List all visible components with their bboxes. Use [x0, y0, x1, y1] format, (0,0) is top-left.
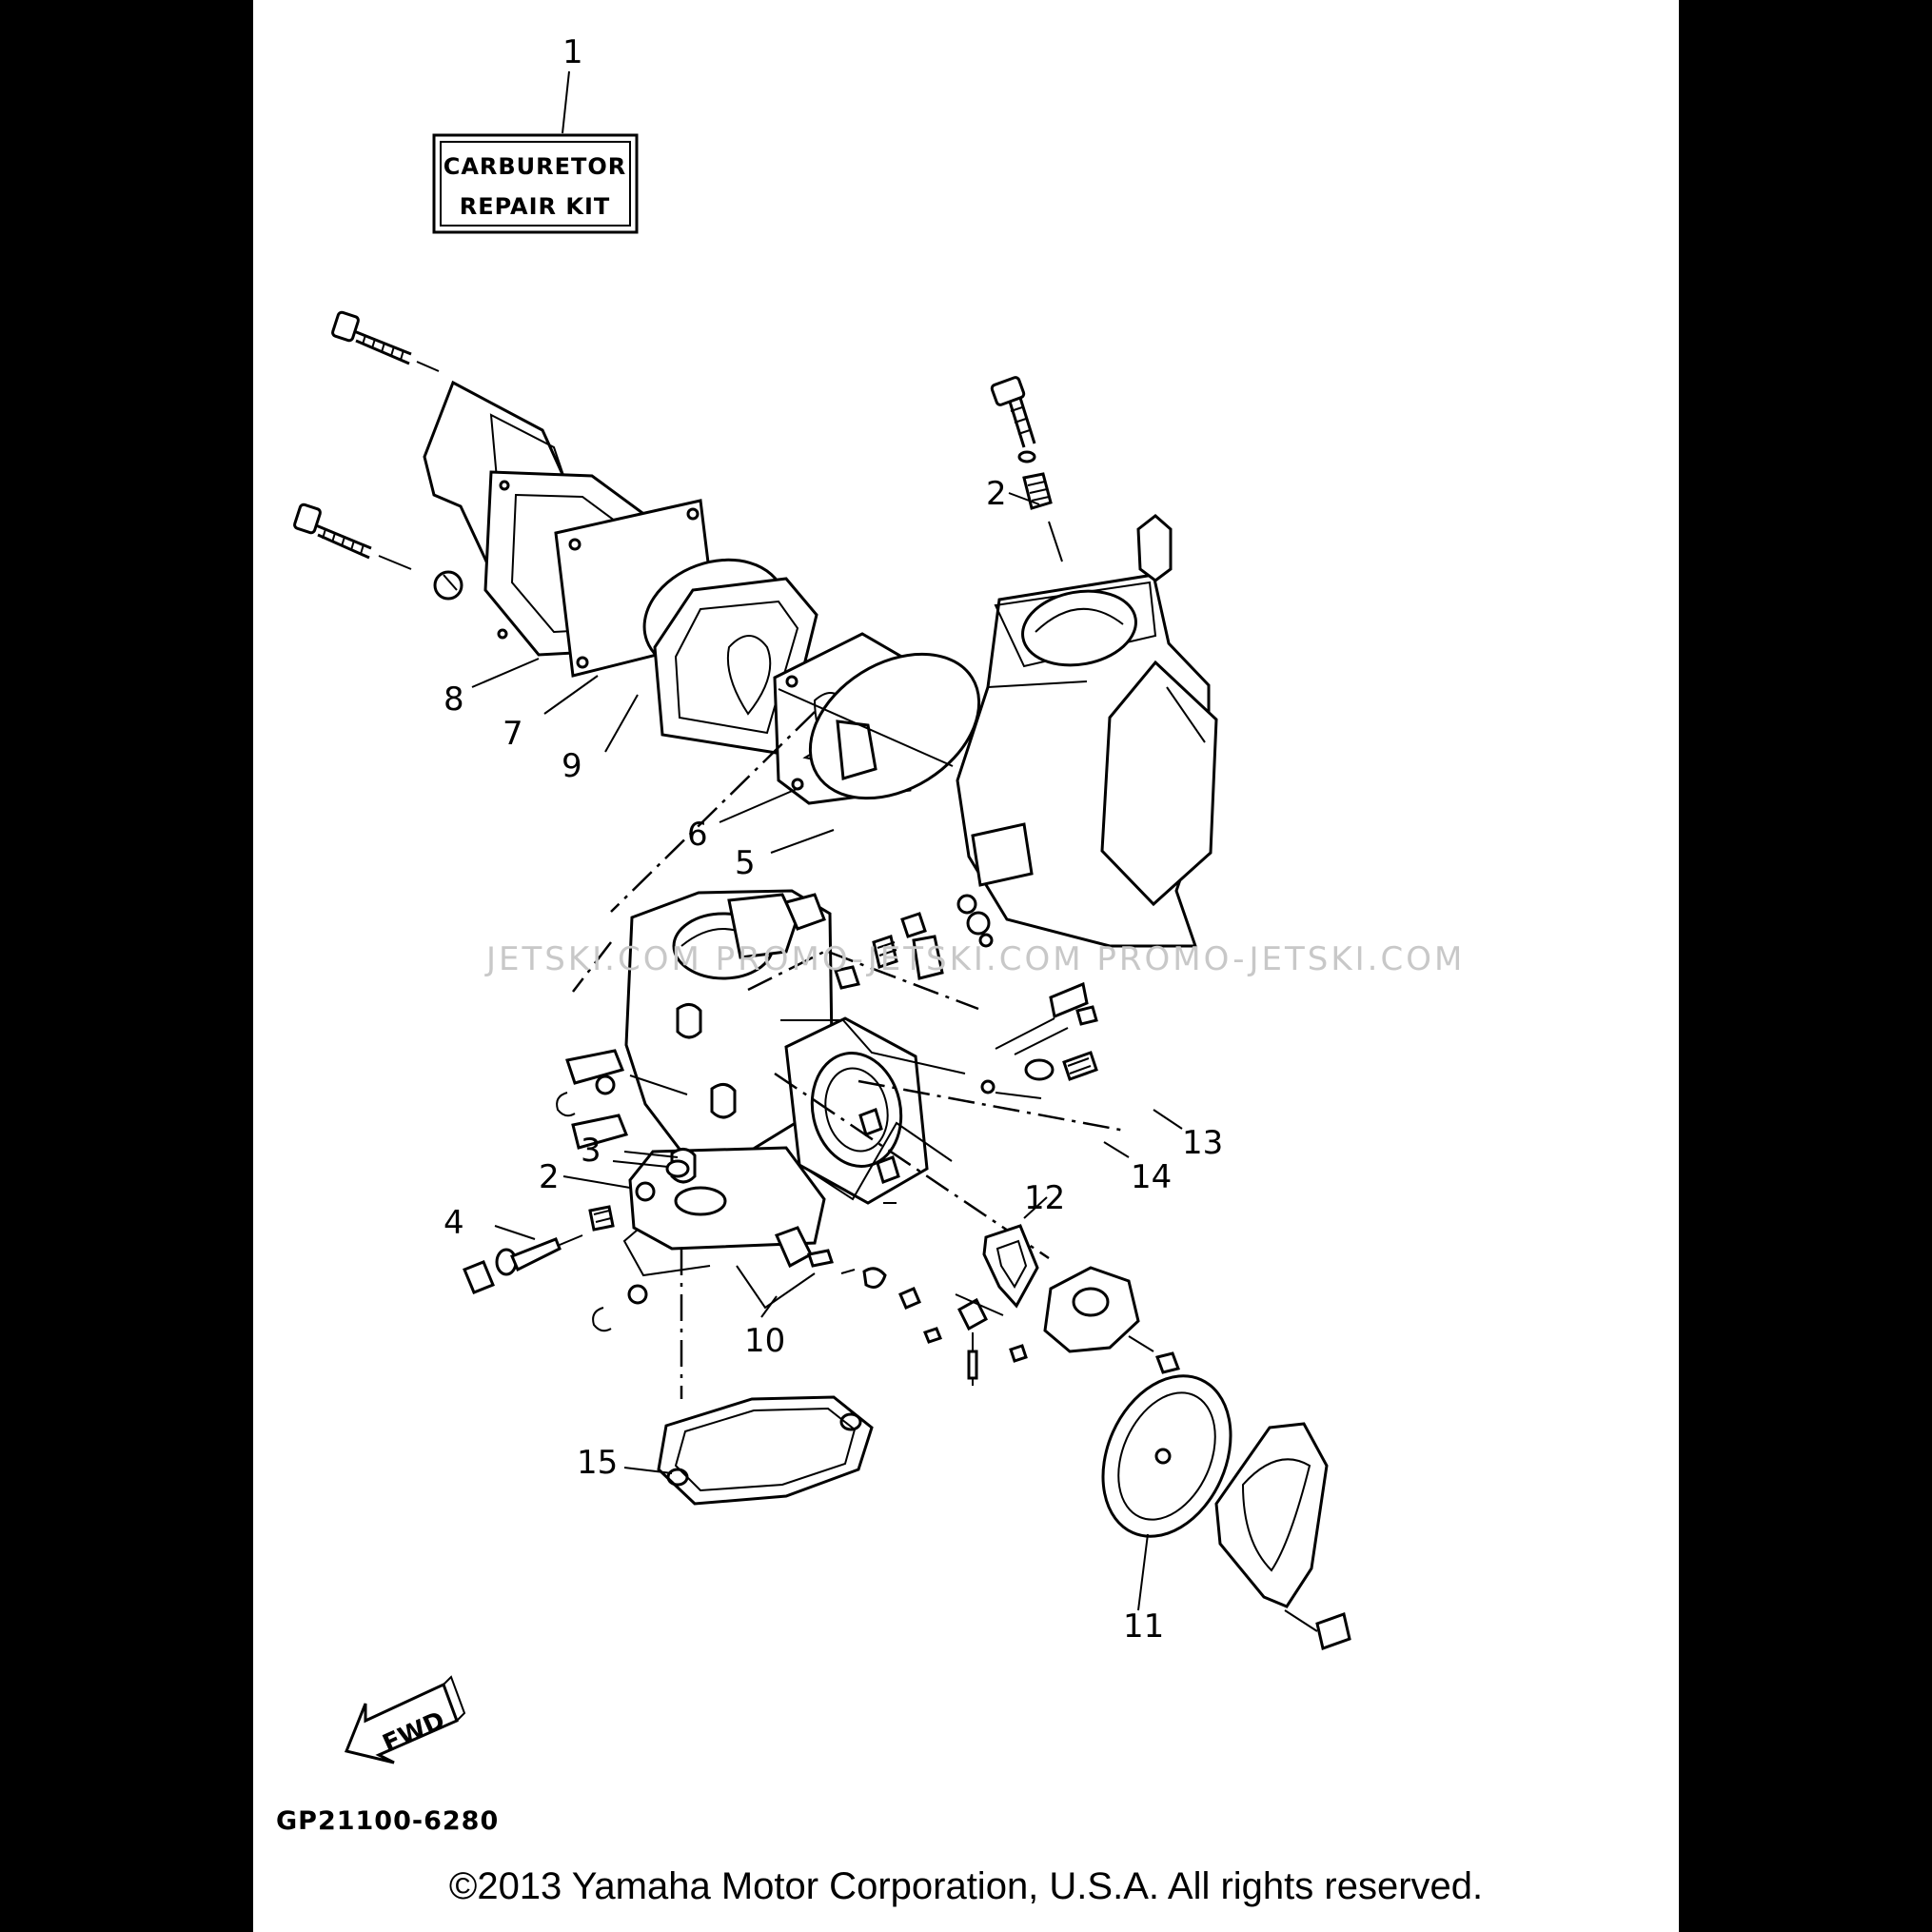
watermark: JETSKI.COM PROMO-JETSKI.COM PROMO-JETSKI… — [486, 940, 1466, 978]
pump-screw-upper — [331, 310, 440, 372]
callout-5: 5 — [735, 844, 756, 882]
callout-2-top: 2 — [986, 475, 1007, 513]
repair-kit-label: CARBURETOR REPAIR KIT — [432, 70, 639, 234]
callout-11: 11 — [1123, 1607, 1164, 1646]
callout-12: 12 — [1024, 1179, 1065, 1217]
fuel-pump-stack — [293, 310, 981, 805]
callout-numbers: 1 2 8 7 9 6 5 13 14 3 2 4 12 10 15 11 — [444, 33, 1223, 1646]
parts-diagram-sheet: CARBURETOR REPAIR KIT — [253, 0, 1679, 1932]
callout-1: 1 — [562, 33, 583, 71]
callout-10: 10 — [744, 1322, 785, 1360]
carburetor-exploded-diagram: CARBURETOR REPAIR KIT — [293, 33, 1351, 1764]
callout-14: 14 — [1131, 1158, 1172, 1196]
callout-8: 8 — [444, 680, 464, 719]
pump-screw-lower — [293, 503, 412, 570]
copyright-notice: ©2013 Yamaha Motor Corporation, U.S.A. A… — [448, 1865, 1484, 1907]
callout-leaders — [471, 492, 1183, 1611]
callout-9: 9 — [562, 747, 582, 785]
callout-13: 13 — [1182, 1124, 1223, 1162]
kit-label-line2: REPAIR KIT — [460, 193, 611, 220]
right-small-parts — [780, 894, 1098, 1204]
pilot-screw-top — [990, 376, 1063, 562]
assembled-carburetor — [956, 376, 1218, 948]
drawing-code: GP21100-6280 — [276, 1806, 500, 1836]
callout-3: 3 — [581, 1132, 601, 1170]
callout-7: 7 — [503, 715, 523, 753]
left-small-parts — [463, 1074, 711, 1332]
gasket-15 — [657, 1395, 874, 1506]
callout-4: 4 — [444, 1204, 464, 1242]
fwd-arrow-icon: FWD — [344, 1675, 466, 1764]
callout-15: 15 — [577, 1444, 618, 1482]
callout-2-left: 2 — [539, 1158, 560, 1196]
lower-right-parts — [736, 1224, 1351, 1650]
callout-6: 6 — [687, 816, 708, 854]
kit-label-line1: CARBURETOR — [444, 153, 627, 180]
